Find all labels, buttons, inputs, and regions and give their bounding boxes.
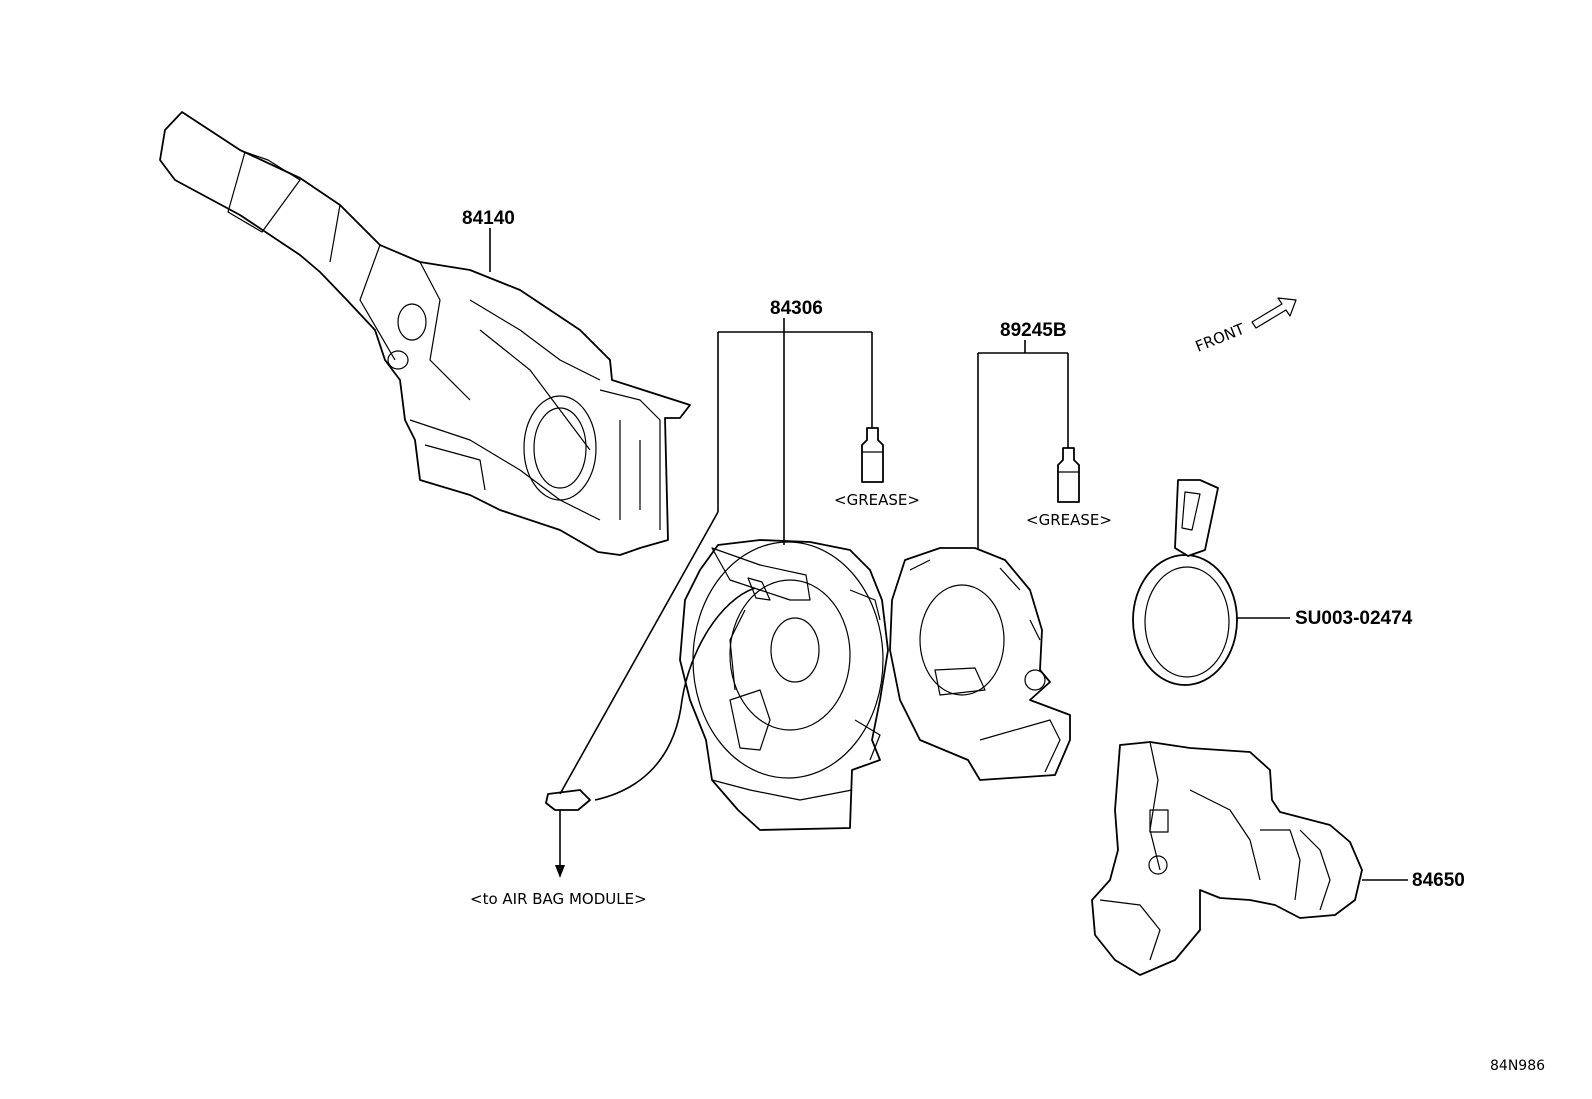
- label-84140: 84140: [462, 208, 515, 229]
- grease-tube-1: [861, 427, 884, 483]
- air-bag-note: <to AIR BAG MODULE>: [470, 890, 647, 908]
- grease-tube-2: [1057, 447, 1080, 503]
- grease-note-1: <GREASE>: [834, 491, 920, 509]
- label-84650: 84650: [1412, 870, 1465, 891]
- turn-signal-switch-illustration: [159, 111, 691, 556]
- spiral-cable-sub-illustration: [889, 547, 1071, 781]
- spiral-cable-leaders: [559, 318, 873, 795]
- front-arrow: [1251, 297, 1297, 329]
- wiper-switch-illustration: [1091, 741, 1408, 976]
- label-84306: 84306: [770, 298, 823, 319]
- seal-ring-illustration: [1132, 479, 1290, 686]
- label-89245B: 89245B: [1000, 320, 1067, 341]
- spiral-cable-sub-leaders: [977, 340, 1069, 550]
- diagram-code: 84N986: [1490, 1058, 1545, 1074]
- front-label: FRONT: [1193, 320, 1248, 356]
- grease-note-2: <GREASE>: [1026, 511, 1112, 529]
- label-SU003-02474: SU003-02474: [1295, 608, 1413, 629]
- spiral-cable-illustration: [545, 539, 889, 878]
